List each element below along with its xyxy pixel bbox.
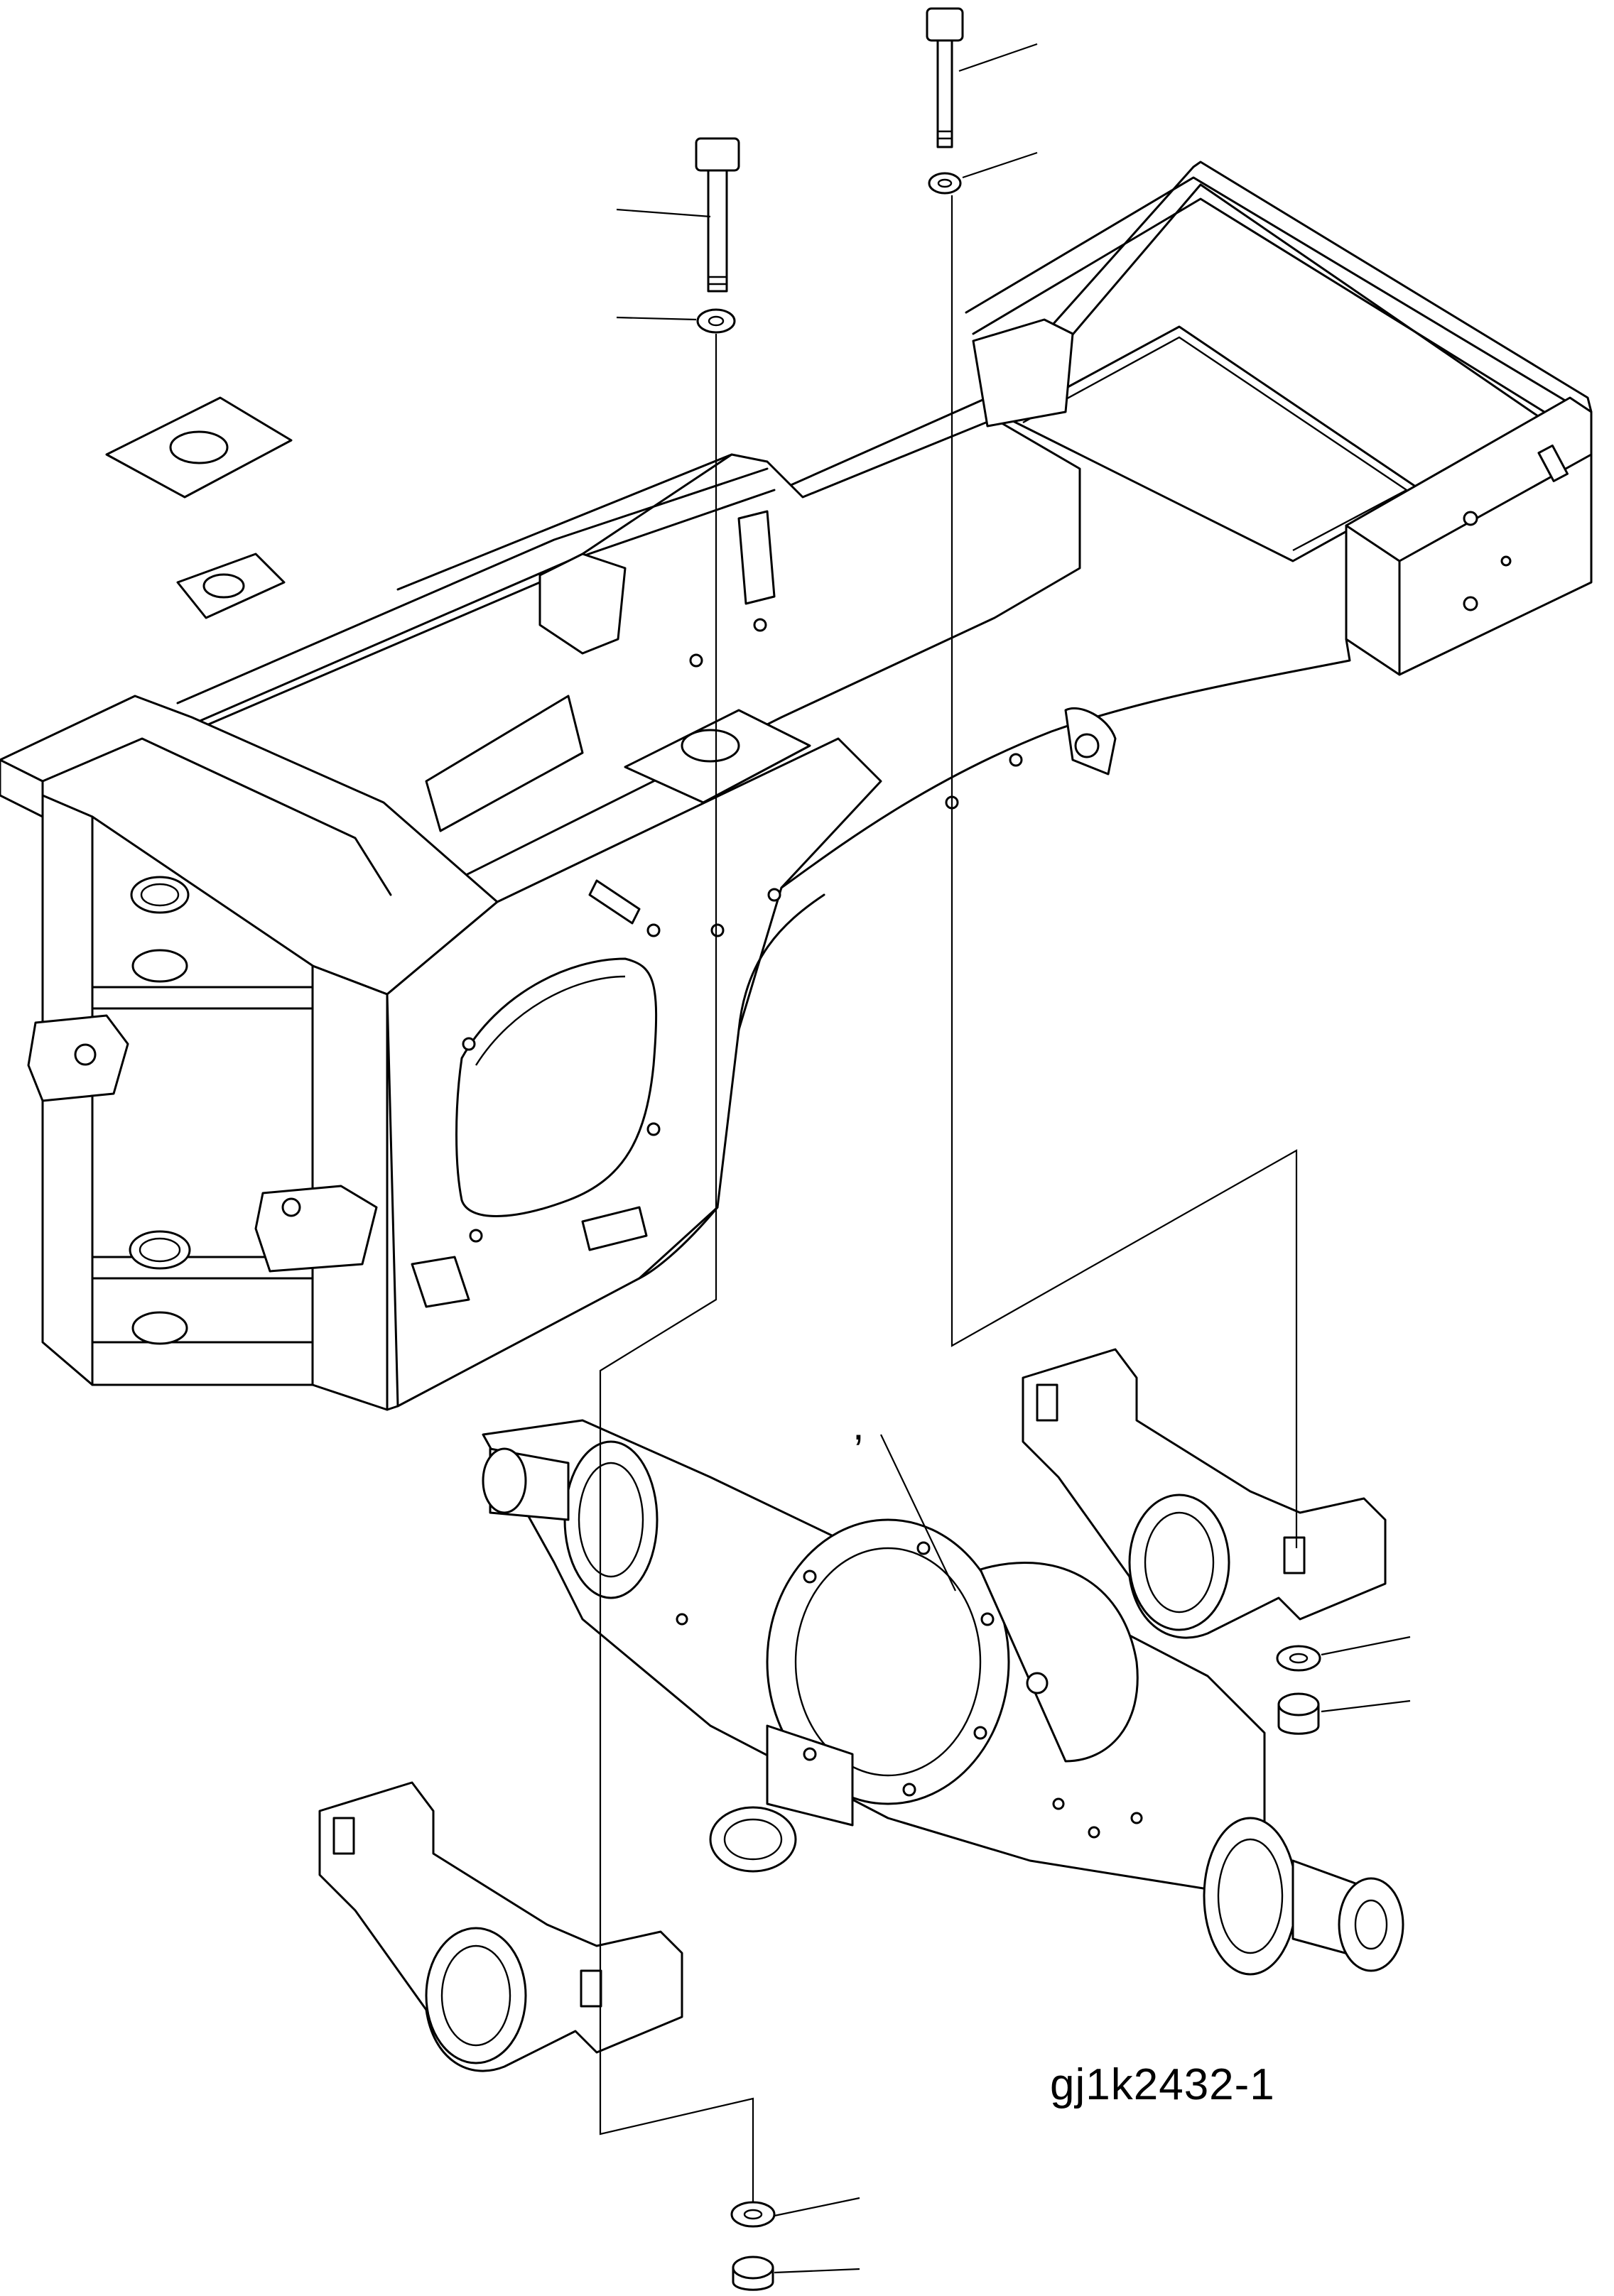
bolt-upper-right bbox=[927, 9, 963, 147]
nut-bottom bbox=[733, 2257, 773, 2290]
washer-upper-right bbox=[929, 173, 960, 193]
bolt-upper-left bbox=[696, 138, 739, 291]
main-frame bbox=[0, 162, 1591, 1410]
washer-bottom bbox=[732, 2202, 774, 2226]
washer-right bbox=[1277, 1646, 1320, 1670]
figure-id-label: gj1k2432-1 bbox=[1050, 2060, 1275, 2109]
assembly-centerlines bbox=[600, 195, 1296, 2202]
front-axle-support bbox=[320, 1783, 682, 2071]
rear-axle-support bbox=[1023, 1349, 1385, 1638]
axle-assembly bbox=[483, 1420, 1403, 1974]
leader-mark: , bbox=[852, 1401, 865, 1449]
washer-upper-left bbox=[698, 310, 735, 332]
leader-lines bbox=[617, 44, 1410, 2273]
nut-right bbox=[1279, 1694, 1318, 1734]
